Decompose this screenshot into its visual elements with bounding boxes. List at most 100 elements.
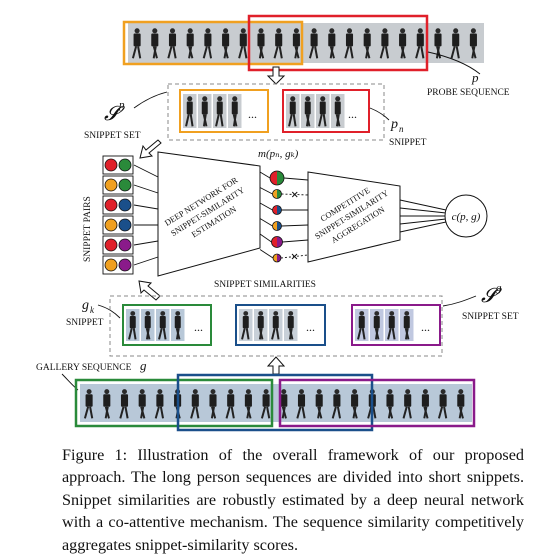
gallery-frame (275, 387, 292, 420)
probe-snippet-frame (301, 94, 315, 128)
probe-curve (427, 51, 481, 75)
gallery-frame (435, 387, 452, 420)
probe-frame (252, 26, 270, 60)
gallery-green-window (74, 378, 274, 428)
gallery-snippet-frame (385, 309, 399, 341)
figure-caption: Figure 1: Illustration of the overall fr… (62, 446, 524, 554)
gallery-frame (311, 387, 328, 420)
gallery-snippet-frame (355, 309, 369, 341)
pn-curve (369, 107, 390, 121)
gallery-snippet-frame (141, 309, 155, 341)
gallery-sequence-label: GALLERY SEQUENCE (36, 363, 132, 373)
snippet-pair (102, 215, 134, 235)
gallery-blue-window (176, 373, 374, 432)
probe-sequence-strip (122, 14, 484, 72)
snippet-pair (102, 175, 134, 195)
gallery-frame (240, 387, 257, 420)
gallery-symbol: g (140, 358, 147, 373)
similarity-node (259, 233, 309, 248)
probe-frame (288, 26, 305, 60)
gallery-frame (399, 387, 416, 420)
gallery-snippet-frame (239, 309, 253, 341)
down-arrow-probe (266, 66, 286, 85)
probe-frame (270, 26, 287, 60)
framework-diagram: p PROBE SEQUENCE ... ... 𝓢 p SNIPPET SET… (36, 14, 519, 432)
probe-frame (429, 26, 447, 60)
similarity-node (259, 249, 309, 263)
similarity-node (259, 170, 309, 186)
pn-label: p (390, 117, 398, 132)
snippet-set-sup-p: p (118, 99, 125, 111)
similarity-node (259, 218, 309, 231)
snippet-set-sup-g: g (496, 282, 502, 294)
gallery-snippet-purple-ellipsis: ... (421, 320, 430, 334)
probe-frame (412, 26, 429, 60)
sg-curve (442, 295, 477, 307)
gallery-frame (116, 387, 133, 420)
gallery-frame (328, 387, 345, 420)
probe-frame (235, 26, 252, 60)
gallery-frame (222, 387, 239, 420)
snippet-pair (102, 255, 134, 275)
deep-network-block (157, 151, 261, 277)
probe-frame (359, 26, 376, 60)
sp-curve (133, 91, 168, 109)
gallery-frame (258, 387, 275, 420)
gallery-frame (98, 387, 115, 420)
gallery-frame (134, 387, 151, 420)
snippet-similarities-label: SNIPPET SIMILARITIES (214, 280, 316, 290)
probe-frame (394, 26, 411, 60)
probe-symbol: p (471, 70, 479, 85)
probe-frame (164, 26, 181, 60)
snippet-right-label: SNIPPET (389, 138, 427, 148)
snippet-set-bottom-label: SNIPPET SET (462, 312, 519, 322)
gallery-frame (452, 387, 469, 420)
gallery-frame (381, 387, 399, 420)
probe-frame (146, 26, 163, 60)
probe-orange-window (122, 20, 304, 66)
arrow-to-pairs-bottom (138, 280, 161, 301)
gallery-snippet-frame (254, 309, 268, 341)
gallery-snippet-blue-ellipsis: ... (306, 320, 315, 334)
similarity-node (259, 187, 309, 199)
probe-frame (341, 26, 358, 60)
snippet-pairs-label: SNIPPET PAIRS (83, 196, 93, 262)
gallery-frame (293, 387, 310, 420)
pair-connector-lines (133, 164, 159, 266)
snippet-pair (102, 195, 134, 215)
m-expression: m(pₙ, gₖ) (258, 148, 299, 160)
probe-snippet-frame (213, 94, 227, 128)
gallery-purple-window (278, 378, 476, 428)
probe-frame (323, 26, 340, 60)
snippet-pair (102, 235, 134, 255)
gk-sub: k (90, 305, 95, 315)
probe-snippet-set-box (167, 83, 385, 141)
probe-snippet-frame (183, 94, 197, 128)
probe-frame (465, 26, 482, 60)
gk-curve (97, 304, 121, 319)
gallery-frame (187, 387, 204, 420)
probe-snippet-frame (316, 94, 330, 128)
gk-label: g (82, 298, 89, 313)
gallery-snippet-frame (284, 309, 298, 341)
gallery-frame (81, 387, 98, 420)
probe-frame (447, 26, 464, 60)
gallery-sequence-strip (74, 373, 476, 432)
probe-snippet-frame (198, 94, 212, 128)
pn-sub: n (399, 124, 404, 134)
up-arrow-gallery (266, 356, 286, 375)
probe-frame (129, 26, 146, 60)
probe-frame (217, 26, 234, 60)
gallery-snippet-frame (156, 309, 170, 341)
probe-snippet-orange-ellipsis: ... (248, 107, 257, 121)
probe-snippet-frame (286, 94, 300, 128)
gallery-frame (417, 387, 434, 420)
probe-frame (182, 26, 199, 60)
probe-frame (376, 26, 393, 60)
arrow-to-pairs-top (139, 139, 162, 159)
probe-sequence-label: PROBE SEQUENCE (427, 88, 510, 98)
snippet-set-top-label: SNIPPET SET (84, 131, 141, 141)
gallery-snippet-frame (400, 309, 414, 341)
probe-snippet-frame (228, 94, 242, 128)
probe-snippet-red-ellipsis: ... (348, 107, 357, 121)
